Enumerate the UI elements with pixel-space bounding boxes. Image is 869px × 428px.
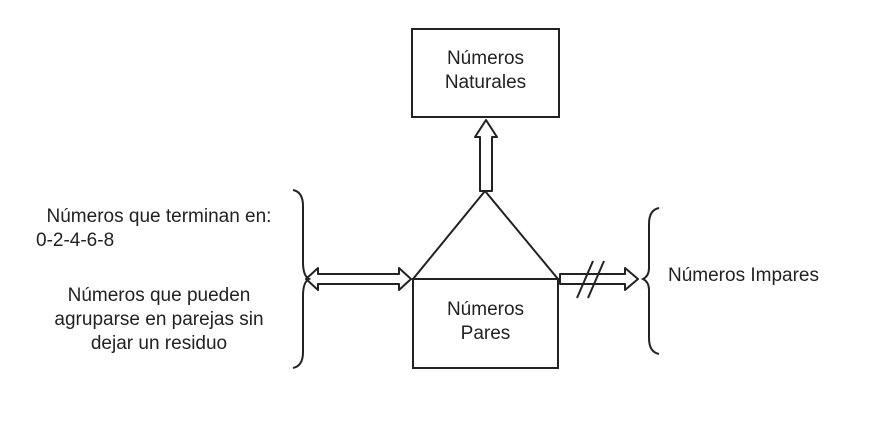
pares-box bbox=[412, 278, 559, 369]
note-terminan: Números que terminan en: 0-2-4-6-8 bbox=[28, 205, 290, 253]
note-terminan-line1: Números que terminan en: bbox=[46, 206, 272, 227]
note-parejas-line3: dejar un residuo bbox=[90, 333, 228, 354]
up-arrow bbox=[474, 119, 498, 192]
naturales-label: Números Naturales bbox=[412, 47, 559, 95]
note-parejas-line1: Números que pueden bbox=[67, 285, 251, 306]
negation-slash-1 bbox=[576, 260, 594, 299]
note-parejas-line2: agruparse en parejas sin bbox=[54, 309, 264, 330]
pares-line2: Pares bbox=[460, 323, 511, 344]
right-brace bbox=[640, 207, 660, 355]
pares-line1: Números bbox=[446, 299, 525, 320]
naturales-line1: Números bbox=[446, 48, 525, 69]
pares-label: Números Pares bbox=[413, 298, 558, 346]
left-brace bbox=[292, 189, 312, 369]
naturales-box bbox=[411, 28, 560, 118]
negation-slash-2 bbox=[587, 260, 605, 299]
note-impares: Números Impares bbox=[668, 265, 819, 286]
triangle-shape bbox=[410, 189, 561, 280]
arrow-to-impares bbox=[559, 267, 639, 291]
naturales-line2: Naturales bbox=[444, 72, 527, 93]
note-terminan-line2: 0-2-4-6-8 bbox=[36, 230, 115, 251]
double-arrow-left bbox=[305, 267, 412, 291]
note-parejas: Números que pueden agruparse en parejas … bbox=[28, 284, 290, 356]
